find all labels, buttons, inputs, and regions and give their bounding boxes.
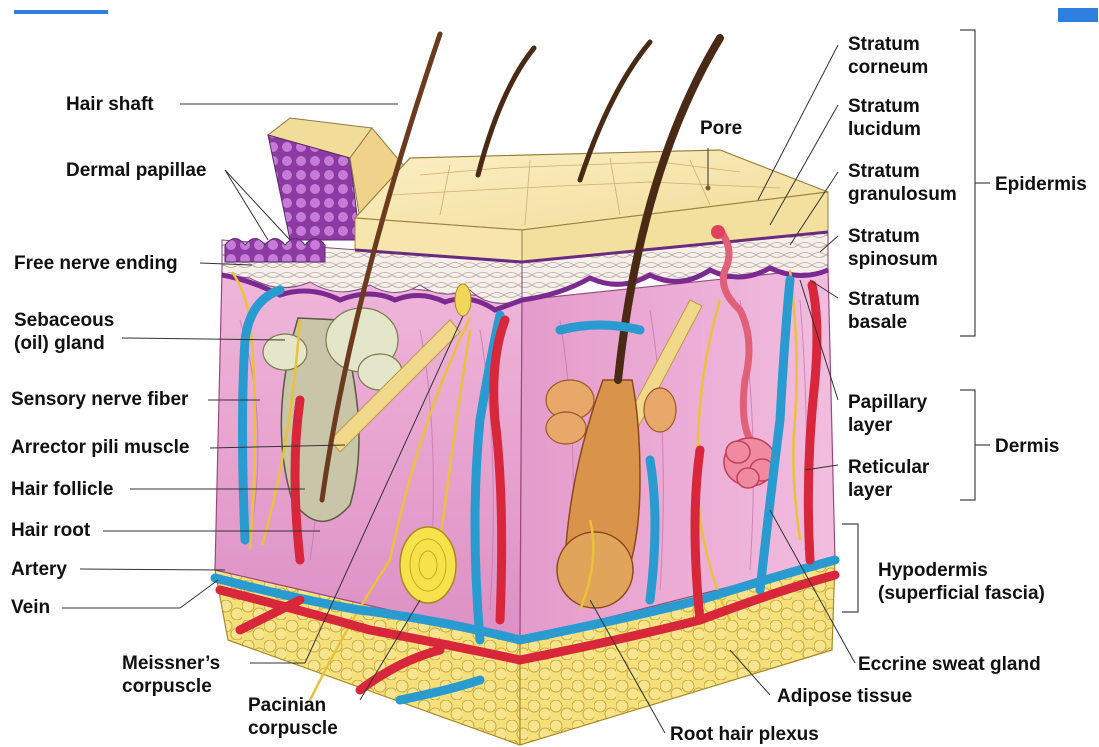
label-pore: Pore <box>700 117 742 140</box>
pore-dot <box>706 186 711 191</box>
label-dermal-papillae: Dermal papillae <box>66 159 206 182</box>
label-eccrine: Eccrine sweat gland <box>858 653 1041 676</box>
label-hypodermis: Hypodermis (superficial fascia) <box>878 559 1045 605</box>
label-epidermis: Epidermis <box>995 173 1087 196</box>
label-artery: Artery <box>11 558 67 581</box>
label-hair-root: Hair root <box>11 519 90 542</box>
label-stratum-lucidum: Stratum lucidum <box>848 95 921 141</box>
label-stratum-granulosum: Stratum granulosum <box>848 160 957 206</box>
label-arrector-pili: Arrector pili muscle <box>11 436 189 459</box>
hair-bulb-right <box>557 532 633 608</box>
label-stratum-corneum: Stratum corneum <box>848 33 928 79</box>
label-free-nerve-ending: Free nerve ending <box>14 252 178 275</box>
label-dermis: Dermis <box>995 435 1059 458</box>
dermal-papillae-bumps <box>225 239 325 263</box>
pacinian-corpuscle <box>400 527 456 603</box>
label-reticular-layer: Reticular layer <box>848 456 929 502</box>
label-vein: Vein <box>11 596 50 619</box>
label-meissner: Meissner’s corpuscle <box>122 652 220 698</box>
corner-mark-left <box>14 10 108 14</box>
label-pacinian: Pacinian corpuscle <box>248 694 338 740</box>
label-sensory-nerve-fiber: Sensory nerve fiber <box>11 388 188 411</box>
label-hair-follicle: Hair follicle <box>11 478 113 501</box>
corner-mark-right <box>1058 8 1098 22</box>
label-stratum-spinosum: Stratum spinosum <box>848 225 938 271</box>
label-sebaceous-gland: Sebaceous (oil) gland <box>14 309 114 355</box>
label-adipose: Adipose tissue <box>777 685 912 708</box>
label-root-hair-plexus: Root hair plexus <box>670 723 819 746</box>
label-hair-shaft: Hair shaft <box>66 93 154 116</box>
meissner-corpuscle <box>455 284 471 316</box>
label-stratum-basale: Stratum basale <box>848 288 920 334</box>
label-papillary-layer: Papillary layer <box>848 391 927 437</box>
sweat-pore-opening <box>711 225 725 239</box>
